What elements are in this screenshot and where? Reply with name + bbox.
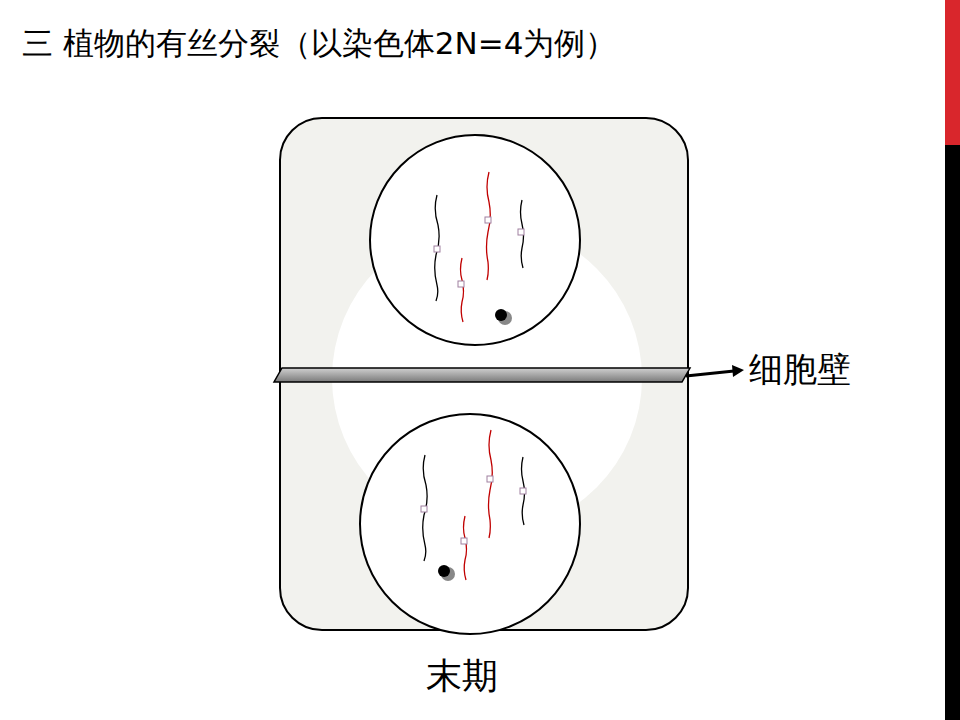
stage-caption: 末期 — [426, 652, 498, 701]
nucleolus — [495, 309, 507, 321]
accent-bar — [945, 0, 960, 145]
slide-title: 三 植物的有丝分裂（以染色体2N=4为例） — [22, 23, 616, 65]
leader-arrowhead — [732, 365, 744, 377]
part-label: 细胞壁 — [749, 347, 851, 393]
nucleolus — [438, 565, 450, 577]
accent-bar — [945, 145, 960, 720]
nucleus — [360, 414, 580, 634]
nucleus — [370, 135, 580, 345]
cell-plate — [274, 368, 690, 382]
leader-line — [686, 371, 734, 376]
